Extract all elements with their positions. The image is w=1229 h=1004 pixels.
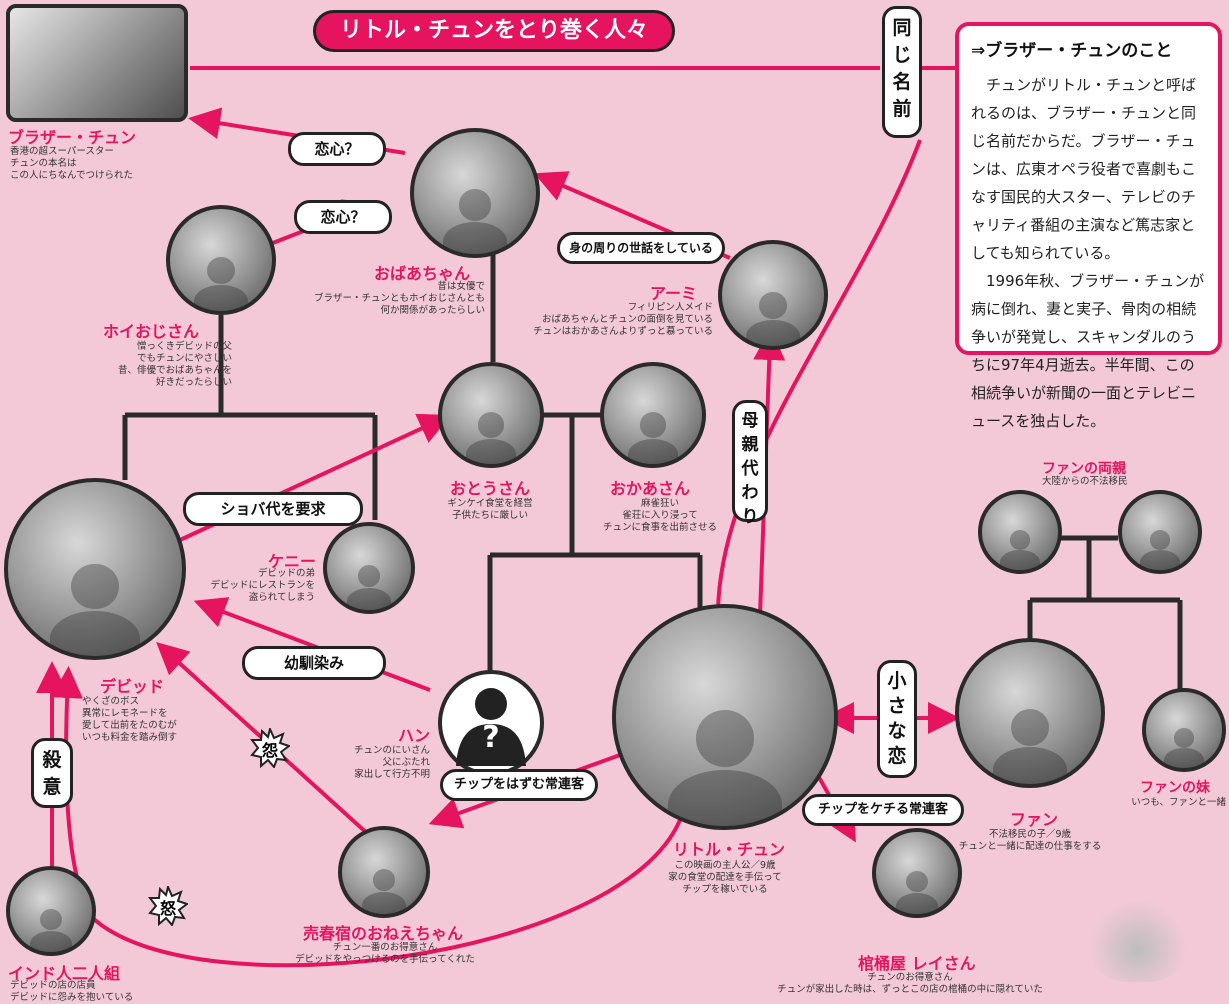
label-small-love: 小さな恋 [877, 660, 917, 778]
rei-desc: チュンのお得意さん チュンが家出した時は、ずっとこの店の棺桶の中に隠れていた [777, 972, 1043, 995]
page-title: リトル・チュンをとり巻く人々 [313, 10, 675, 52]
han-silhouette: ? [438, 670, 544, 776]
hoi-desc: 憎っくきデビッドの父 でもチュンにやさしい 昔、俳優でおばあちゃんを 好きだった… [117, 341, 232, 388]
label-same-name: 同じ名前 [882, 6, 922, 138]
grandma-desc: 昔は女優で ブラザー・チュンともホイおじさんとも 何か関係があったらしい [313, 281, 485, 316]
father-photo [438, 362, 544, 468]
indian-duo-desc: デビッドの店の店員 デビッドに怨みを抱いている [10, 980, 134, 1003]
grudge-mark: 怨 [261, 741, 278, 760]
fan-mother-photo [1118, 490, 1202, 574]
burst-icon [148, 883, 190, 927]
hoi-name: ホイおじさん [103, 322, 200, 341]
note-heading: ⇒ブラザー・チュンのこと [971, 41, 1173, 61]
burst-icon [250, 725, 292, 769]
brothel-sister-name: 売春宿のおねえちゃん [303, 924, 464, 943]
label-love-1: 恋心？ [288, 132, 386, 166]
mother-name: おかあさん [610, 479, 691, 498]
label-tip-bad: チップをケチる常連客 [802, 794, 964, 826]
little-chun-photo [612, 604, 838, 830]
kenny-photo [323, 522, 415, 614]
label-shoba: ショバ代を要求 [183, 492, 363, 526]
father-desc: ギンケイ食堂を経営 子供たちに厳しい [447, 498, 533, 521]
brother-chun-photo [6, 4, 188, 122]
note-box: ⇒ブラザー・チュンのこと チュンがリトル・チュンと呼ばれるのは、ブラザー・チュン… [955, 22, 1222, 430]
ami-desc: フィリピン人メイド おばあちゃんとチュンの面倒を見ている チュンはおかあさんより… [533, 302, 713, 337]
fan-father-photo [978, 490, 1062, 574]
david-desc: やくざのボス 異常にレモネードを 愛して出前をたのむが いつも料金を踏み倒す [82, 696, 178, 743]
label-murder: 殺意 [31, 738, 73, 808]
david-photo [4, 478, 186, 660]
grandma-name: おばあちゃん [374, 264, 471, 283]
fan-sister-name: ファンの妹 [1140, 780, 1210, 796]
label-love-2: 恋心？ [294, 200, 392, 234]
fan-sister-desc: いつも、ファンと一緒 [1131, 797, 1226, 808]
label-mother-substitute: 母親代わり [732, 400, 768, 527]
fan-desc: 不法移民の子／9歳 チュンと一緒に配達の仕事をする [958, 829, 1102, 852]
anger-burst: 怒 [148, 883, 190, 927]
grandma-photo [410, 128, 540, 258]
anger-mark: 怒 [159, 899, 176, 918]
unknown-person-icon [456, 688, 526, 766]
hoi-photo [166, 205, 276, 315]
david-name: デビッド [100, 677, 165, 696]
note-paragraph-1: チュンがリトル・チュンと呼ばれるのは、ブラザー・チュンと同じ名前だからだ。ブラザ… [971, 76, 1197, 262]
fan-photo [955, 638, 1105, 788]
brother-chun-name: ブラザー・チュン [8, 128, 137, 147]
indian-duo-name: インド人二人組 [8, 964, 121, 983]
mother-desc: 麻雀狂い 雀荘に入り浸って チュンに食事を出前させる [602, 498, 717, 533]
fan-sister-photo [1142, 688, 1226, 772]
fan-parents-desc: 大陸からの不法移民 [1042, 476, 1128, 487]
kenny-name: ケニー [268, 552, 317, 571]
rei-photo [872, 828, 962, 918]
label-tip-good: チップをはずむ常連客 [440, 769, 598, 801]
mother-photo [600, 362, 706, 468]
unknown-mark: ? [482, 720, 500, 755]
brothel-sister-desc: チュン一番のお得意さん デビッドをやっつけるのを手伝ってくれた [295, 942, 475, 965]
note-paragraph-2: 1996年秋、ブラザー・チュンが病に倒れ、妻と実子、骨肉の相続争いが発覚し、スキ… [971, 272, 1205, 430]
han-name: ハン [398, 726, 431, 745]
fan-parents-name: ファンの両親 [1042, 461, 1126, 477]
fan-name: ファン [1010, 810, 1059, 829]
rei-name: 棺桶屋 レイさん [858, 954, 976, 973]
indian-duo-photo [6, 866, 96, 956]
little-chun-desc: この映画の主人公／9歳 家の食堂の配達を手伝って チップを稼いでいる [668, 860, 782, 895]
ami-name: アーミ [650, 284, 698, 303]
grudge-burst: 怨 [250, 725, 292, 769]
han-desc: チュンのにいさん 父にぶたれ 家出して行方不明 [353, 745, 430, 780]
label-childhood: 幼馴染み [242, 646, 386, 680]
brothel-sister-photo [338, 826, 430, 918]
label-care: 身の周りの世話をしている [557, 232, 725, 264]
kids-illustration [1088, 900, 1188, 982]
father-name: おとうさん [450, 479, 531, 498]
ami-photo [718, 240, 828, 350]
brother-chun-desc: 香港の超スーパースター チュンの本名は この人にちなんでつけられた [10, 146, 134, 181]
kenny-desc: デビッドの弟 デビッドにレストランを 盗られてしまう [210, 568, 315, 603]
little-chun-name: リトル・チュン [673, 840, 786, 859]
